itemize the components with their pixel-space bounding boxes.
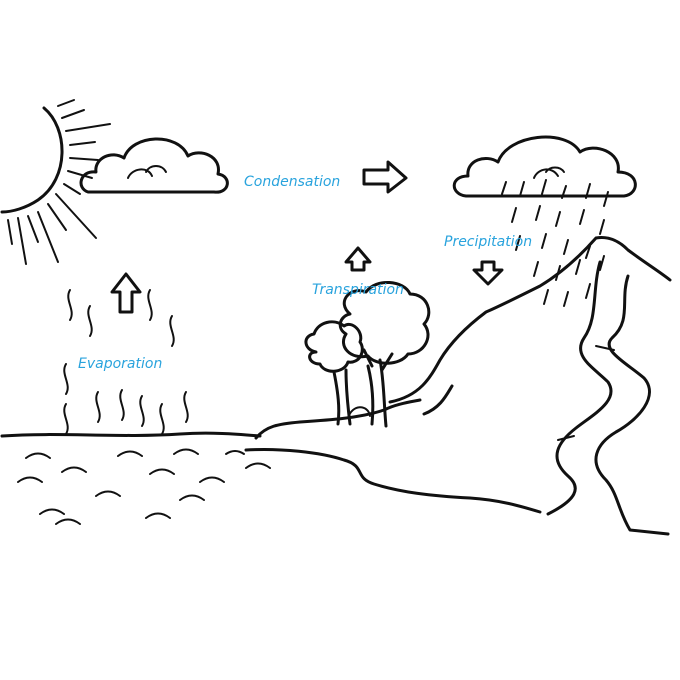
arrow-right-icon <box>362 160 408 194</box>
rain-icon <box>501 179 609 307</box>
tree-icon <box>304 281 431 428</box>
sun-icon <box>0 99 111 265</box>
mountain-icon <box>388 236 672 416</box>
cloud-icon-left <box>79 137 229 194</box>
arrow-up-icon-transpiration <box>344 246 372 272</box>
arrow-down-icon <box>472 260 504 286</box>
label-precipitation: Precipitation <box>444 234 532 250</box>
cloud-icon-right <box>452 135 637 198</box>
shoreline <box>244 398 542 514</box>
river-icon <box>546 260 670 536</box>
label-evaporation: Evaporation <box>78 356 162 372</box>
label-condensation: Condensation <box>244 174 340 190</box>
evaporation-steam <box>63 289 189 435</box>
water-body <box>0 431 271 525</box>
label-transpiration: Transpiration <box>312 282 404 298</box>
arrow-up-icon-evaporation <box>110 272 142 314</box>
